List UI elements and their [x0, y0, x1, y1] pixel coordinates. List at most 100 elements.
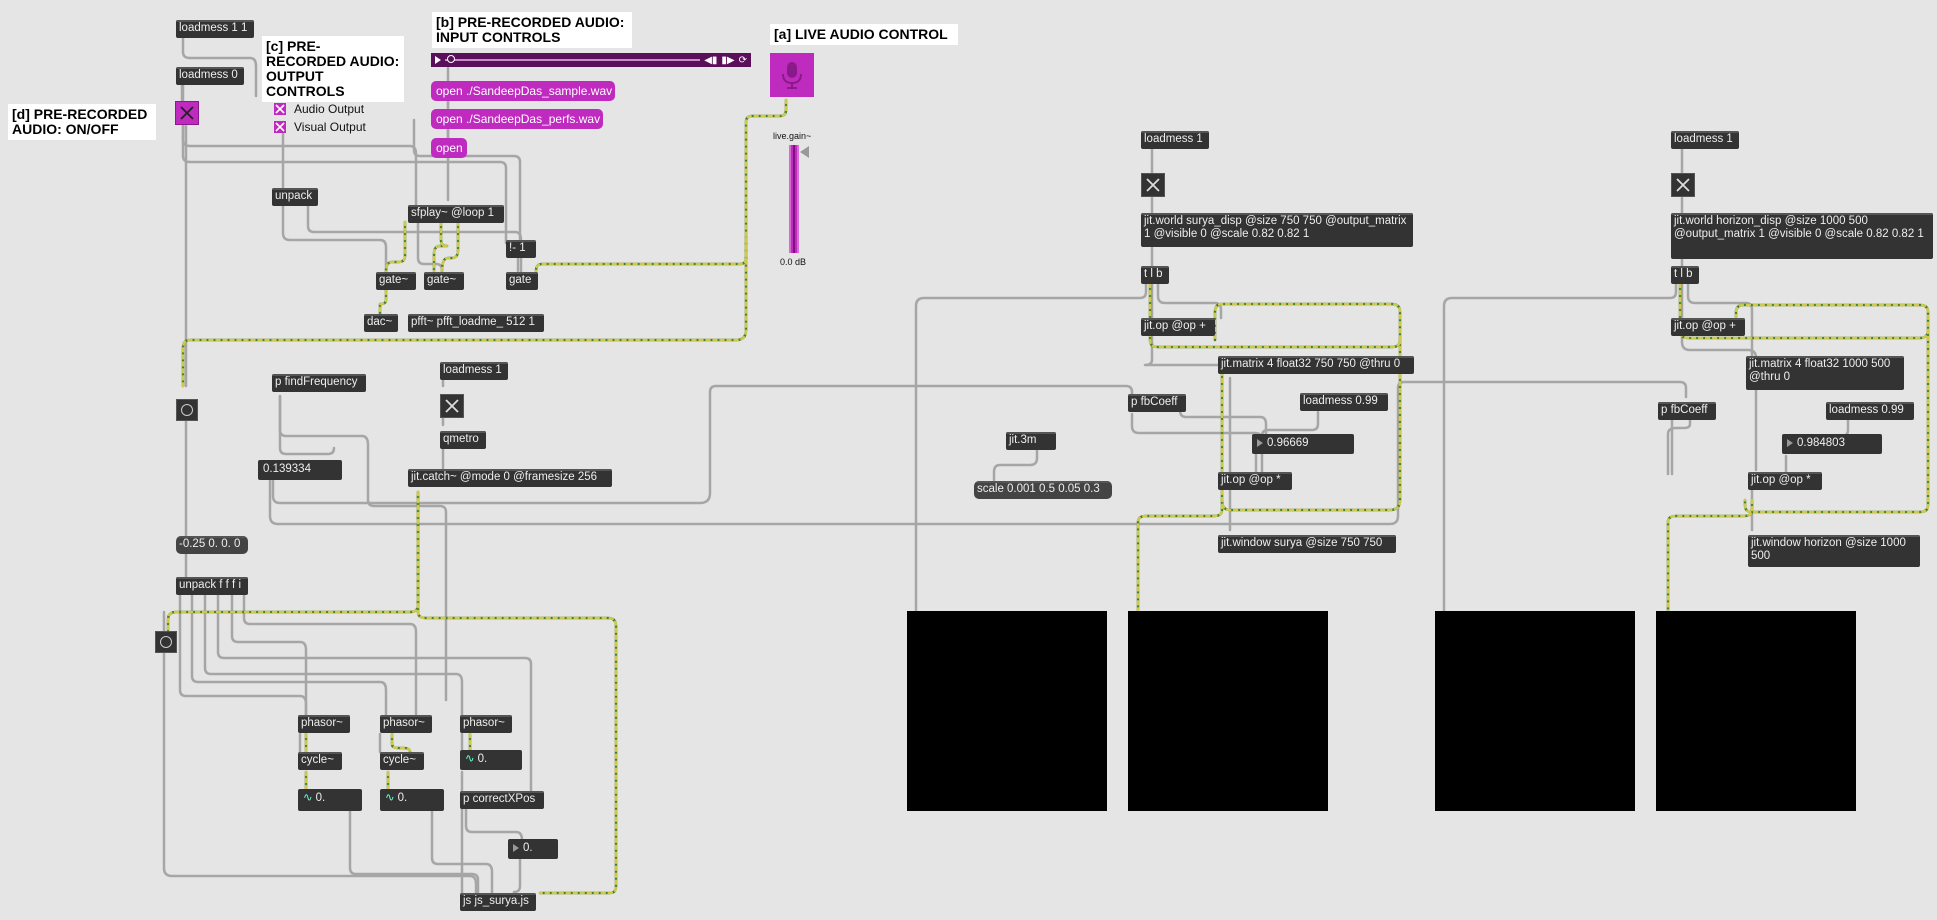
jit-world-horizon-object[interactable]: jit.world horizon_disp @size 1000 500 @o…: [1671, 213, 1933, 259]
list-message[interactable]: -0.25 0. 0. 0: [176, 536, 248, 554]
open-perfs-message[interactable]: open ./SandeepDas_perfs.wav: [431, 109, 603, 129]
wave-icon: ∿: [385, 792, 395, 804]
fbcoeff-surya-object[interactable]: p fbCoeff: [1128, 394, 1186, 412]
signal-number-2-value: 0.: [397, 792, 408, 804]
js-surya-object[interactable]: js js_surya.js: [460, 893, 536, 911]
not-minus-object[interactable]: !- 1: [506, 240, 536, 258]
comment-b: [b] PRE-RECORDED AUDIO: INPUT CONTROLS: [432, 12, 632, 48]
signal-number-2[interactable]: ∿0.: [380, 789, 444, 811]
cycle-1-object[interactable]: cycle~: [298, 752, 342, 770]
microphone-button[interactable]: [770, 53, 814, 97]
metro-toggle[interactable]: [440, 394, 464, 418]
gate-tilde-2-object[interactable]: gate~: [424, 272, 464, 290]
fbcoeff-horizon-object[interactable]: p fbCoeff: [1658, 402, 1716, 420]
loop-icon[interactable]: ⟳: [738, 54, 747, 66]
unpack-object[interactable]: unpack: [272, 188, 318, 206]
jitop-times-surya-object[interactable]: jit.op @op *: [1218, 472, 1292, 490]
visual-output-label: Visual Output: [294, 120, 366, 134]
jitwindow-horizon-object[interactable]: jit.window horizon @size 1000 500: [1748, 535, 1920, 567]
loadmess-1-surya[interactable]: loadmess 1: [1141, 131, 1209, 149]
audio-output-label: Audio Output: [294, 102, 365, 116]
correctxpos-object[interactable]: p correctXPos: [460, 791, 544, 809]
jitmatrix-horizon-object[interactable]: jit.matrix 4 float32 1000 500 @thru 0: [1746, 356, 1904, 390]
triangle-icon: [1257, 438, 1263, 447]
loadmess-1-horizon[interactable]: loadmess 1: [1671, 131, 1739, 149]
ring-icon: [181, 404, 193, 416]
triangle-icon: [1787, 438, 1793, 447]
horizon-toggle[interactable]: [1671, 173, 1695, 197]
qmetro-object[interactable]: qmetro: [440, 431, 486, 449]
jit3m-object[interactable]: jit.3m: [1006, 432, 1056, 450]
open-sample-message[interactable]: open ./SandeepDas_sample.wav: [431, 81, 615, 101]
sfplay-object[interactable]: sfplay~ @loop 1: [408, 205, 504, 223]
horizon-fb-number[interactable]: 0.984803: [1782, 434, 1882, 454]
findfrequency-number[interactable]: 0.139334: [258, 460, 342, 480]
microphone-icon: [782, 62, 802, 89]
visual-output-checkbox[interactable]: [274, 121, 286, 133]
dac-object[interactable]: dac~: [364, 314, 398, 332]
unpack-ffff-object[interactable]: unpack f f f i: [176, 577, 248, 595]
signal-number-3-value: 0.: [477, 753, 488, 765]
findfrequency-object[interactable]: p findFrequency: [272, 374, 366, 392]
audio-on-off-toggle[interactable]: [175, 101, 199, 125]
surya-fb-number[interactable]: 0.96669: [1252, 434, 1354, 454]
phasor-3-object[interactable]: phasor~: [460, 715, 512, 733]
display-panel-1: [907, 611, 1107, 811]
signal-number-3[interactable]: ∿0.: [460, 750, 522, 770]
display-panel-3: [1435, 611, 1635, 811]
comment-d: [d] PRE-RECORDED AUDIO: ON/OFF: [8, 104, 156, 140]
x-icon: [275, 122, 285, 132]
surya-fb-value: 0.96669: [1267, 437, 1309, 449]
float-number-value: 0.: [523, 842, 533, 854]
bang-button-2[interactable]: [155, 631, 177, 653]
jitmatrix-surya-object[interactable]: jit.matrix 4 float32 750 750 @thru 0: [1218, 356, 1414, 374]
jitwindow-surya-object[interactable]: jit.window surya @size 750 750: [1218, 535, 1396, 553]
cycle-2-object[interactable]: cycle~: [380, 752, 424, 770]
bang-button-1[interactable]: [176, 399, 198, 421]
x-icon: [180, 106, 194, 120]
step-icon[interactable]: ▮▶: [721, 54, 735, 66]
loadmess-1-1[interactable]: loadmess 1 1: [176, 20, 254, 38]
play-icon[interactable]: [435, 56, 441, 64]
live-gain-value: 0.0 dB: [780, 257, 807, 267]
loadmess-099-horizon[interactable]: loadmess 0.99: [1826, 402, 1914, 420]
playbar[interactable]: ◀▮ ▮▶ ⟳: [431, 53, 751, 67]
audio-output-checkbox[interactable]: [274, 103, 286, 115]
gate-object[interactable]: gate: [506, 272, 538, 290]
live-gain-handle[interactable]: [800, 146, 809, 158]
playbar-knob[interactable]: [447, 55, 455, 63]
signal-number-1[interactable]: ∿0.: [298, 789, 362, 811]
triangle-icon: [513, 843, 519, 852]
jitop-plus-horizon-object[interactable]: jit.op @op +: [1671, 318, 1745, 336]
jit-world-surya-object[interactable]: jit.world surya_disp @size 750 750 @outp…: [1141, 213, 1413, 247]
loadmess-099-surya[interactable]: loadmess 0.99: [1300, 393, 1388, 411]
display-panel-2: [1128, 611, 1328, 811]
tib-surya-object[interactable]: t l b: [1141, 266, 1169, 284]
surya-toggle[interactable]: [1141, 173, 1165, 197]
comment-a: [a] LIVE AUDIO CONTROL: [770, 24, 958, 45]
float-number[interactable]: 0.: [508, 839, 558, 859]
comment-c: [c] PRE-RECORDED AUDIO: OUTPUT CONTROLS: [262, 36, 404, 102]
x-icon: [275, 104, 285, 114]
pfft-object[interactable]: pfft~ pfft_loadme_ 512 1: [408, 314, 544, 332]
findfrequency-value: 0.139334: [263, 463, 311, 475]
gate-tilde-1-object[interactable]: gate~: [376, 272, 416, 290]
jitop-times-horizon-object[interactable]: jit.op @op *: [1748, 472, 1822, 490]
tib-horizon-object[interactable]: t l b: [1671, 266, 1699, 284]
rewind-icon[interactable]: ◀▮: [704, 54, 718, 66]
loadmess-0[interactable]: loadmess 0: [176, 67, 244, 85]
display-panel-4: [1656, 611, 1856, 811]
open-message[interactable]: open: [431, 138, 467, 158]
live-gain-slider[interactable]: [789, 145, 799, 253]
phasor-2-object[interactable]: phasor~: [380, 715, 432, 733]
wave-icon: ∿: [303, 792, 313, 804]
jit-catch-object[interactable]: jit.catch~ @mode 0 @framesize 256: [408, 469, 612, 487]
phasor-1-object[interactable]: phasor~: [298, 715, 350, 733]
x-icon: [445, 399, 459, 413]
jitop-plus-surya-object[interactable]: jit.op @op +: [1141, 318, 1215, 336]
scale-message[interactable]: scale 0.001 0.5 0.05 0.3: [974, 481, 1112, 499]
x-icon: [1676, 178, 1690, 192]
playbar-track[interactable]: [445, 55, 701, 63]
loadmess-1-metro[interactable]: loadmess 1: [440, 362, 508, 380]
